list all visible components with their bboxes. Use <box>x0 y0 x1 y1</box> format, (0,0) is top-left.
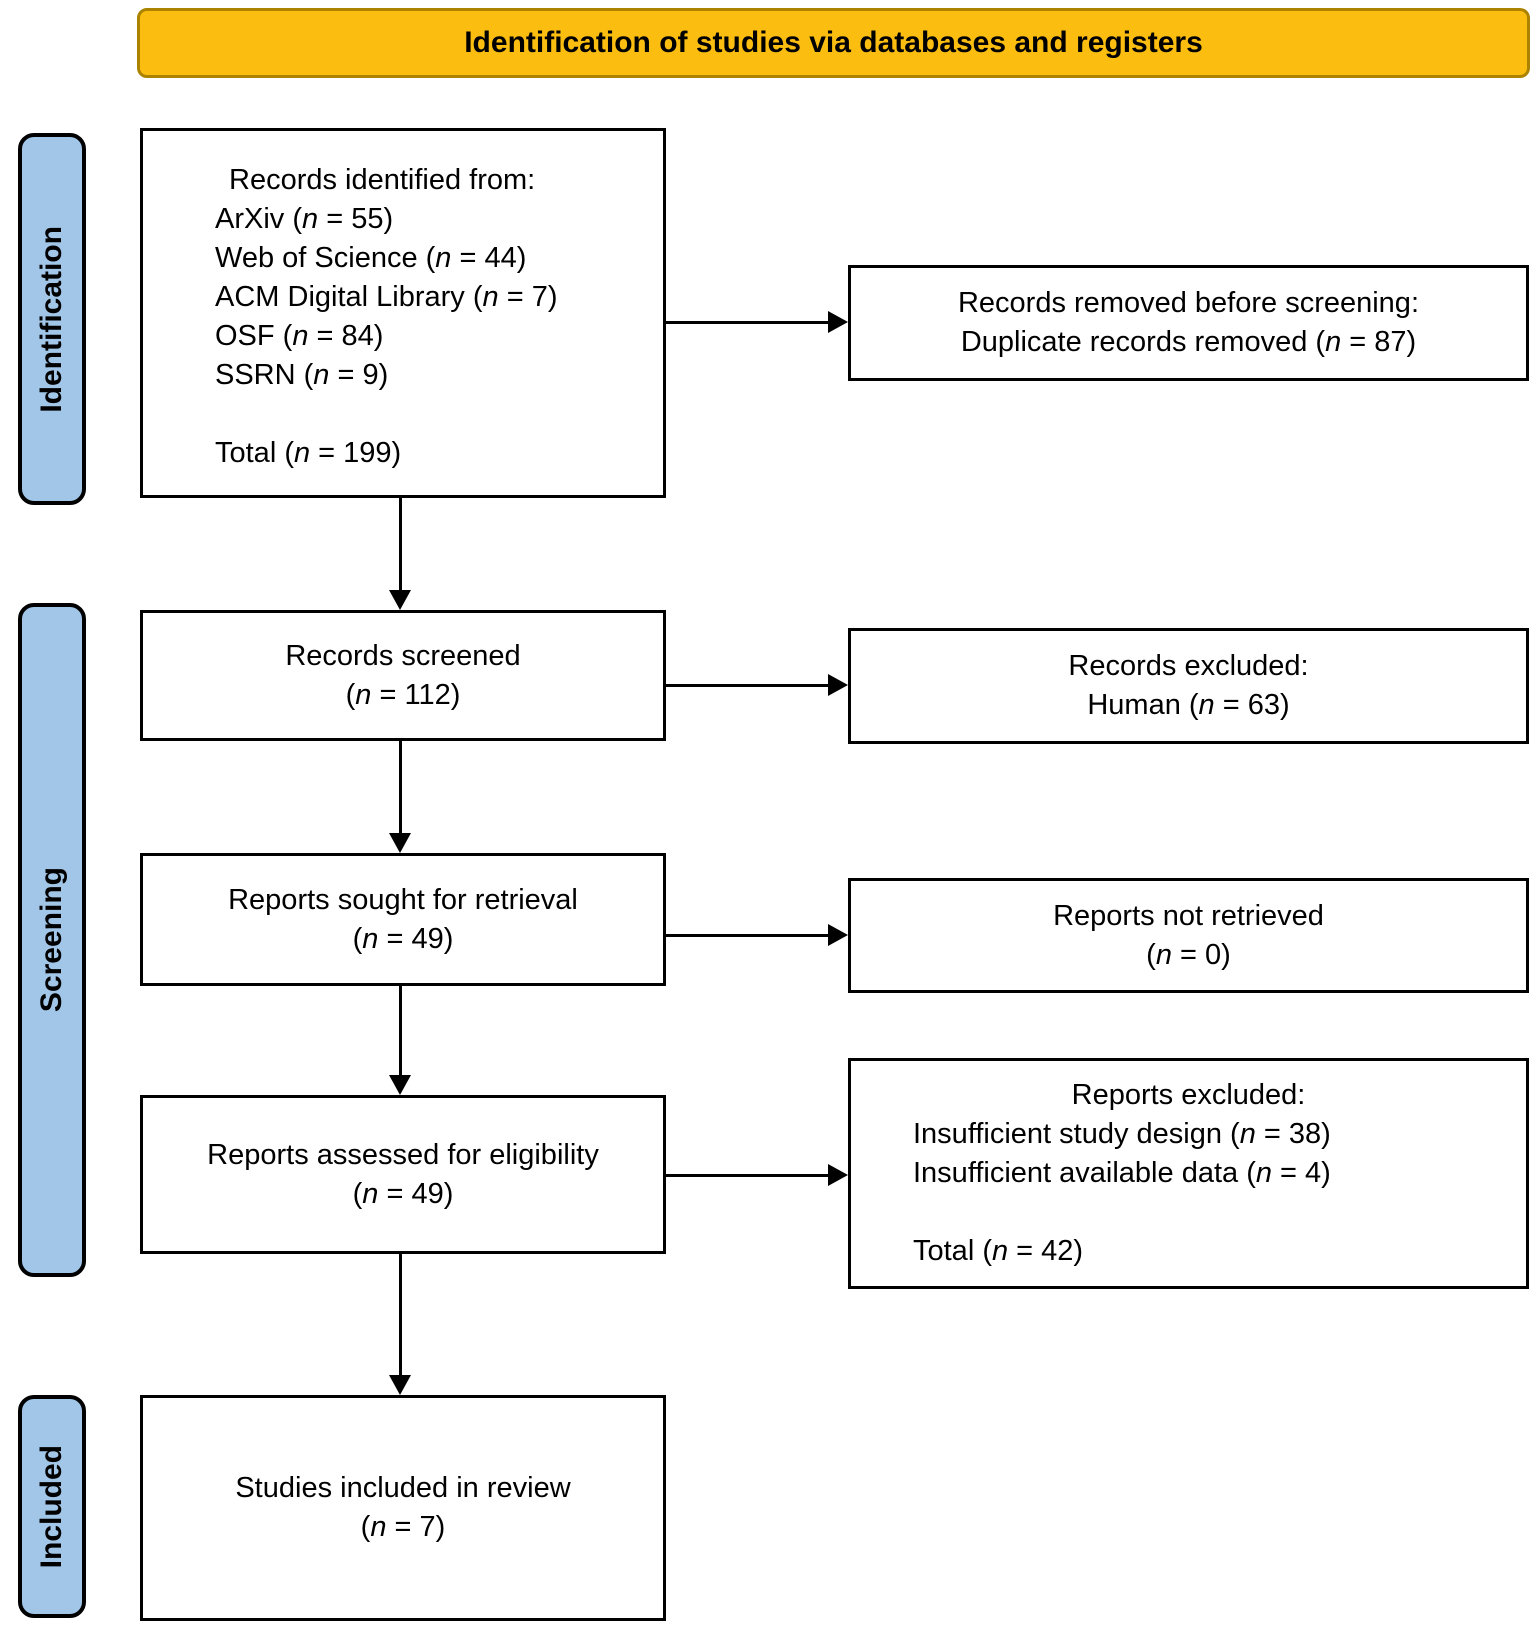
stage-included: Included <box>18 1395 86 1618</box>
banner-title: Identification of studies via databases … <box>464 26 1203 59</box>
records-excluded-label: Records excluded: <box>1068 650 1309 682</box>
records-identified-box: Records identified from: ArXiv (n = 55) … <box>140 128 666 498</box>
arrow-shaft <box>399 497 402 590</box>
arrow-shaft <box>666 934 828 937</box>
italic-n: n <box>1255 1157 1272 1189</box>
reports-sought-label: Reports sought for retrieval <box>228 883 578 916</box>
italic-n: n <box>482 281 499 313</box>
italic-n: n <box>362 1177 379 1210</box>
records-identified-heading: Records identified from: <box>215 161 655 200</box>
arrow-head-icon <box>828 674 848 696</box>
reports-excluded-total: Total (n = 42) <box>913 1235 1084 1267</box>
italic-n: n <box>362 922 379 955</box>
arrow-head-icon <box>389 1075 411 1095</box>
stage-screening-label: Screening <box>35 867 68 1013</box>
italic-n: n <box>293 437 311 469</box>
reports-assessed-label: Reports assessed for eligibility <box>207 1138 599 1171</box>
italic-n: n <box>1198 689 1215 721</box>
records-removed-label: Records removed before screening: <box>957 287 1419 319</box>
reports-not-retrieved-label: Reports not retrieved <box>1053 899 1324 932</box>
stage-identification-label: Identification <box>35 225 68 413</box>
source-ssrn: SSRN (n = 9) <box>215 359 389 391</box>
arrow-shaft <box>399 986 402 1075</box>
arrow-shaft <box>666 321 828 324</box>
stage-identification: Identification <box>18 133 86 505</box>
records-screened-count: (n = 112) <box>345 678 461 711</box>
banner: Identification of studies via databases … <box>137 8 1530 78</box>
stage-screening: Screening <box>18 603 86 1277</box>
source-acm: ACM Digital Library (n = 7) <box>215 281 558 313</box>
records-removed-count: Duplicate records removed (n = 87) <box>960 326 1417 358</box>
studies-included-box: Studies included in review (n = 7) <box>140 1395 666 1621</box>
reports-sought-box: Reports sought for retrieval (n = 49) <box>140 853 666 986</box>
records-screened-label: Records screened <box>285 639 521 672</box>
excluded-reason-available-data: Insufficient available data (n = 4) <box>913 1157 1331 1189</box>
spacer-line <box>851 1193 1526 1232</box>
source-web-of-science: Web of Science (n = 44) <box>215 242 527 274</box>
reports-sought-count: (n = 49) <box>352 922 454 955</box>
stage-included-label: Included <box>35 1444 68 1569</box>
italic-n: n <box>370 1511 387 1543</box>
studies-included-count: (n = 7) <box>360 1511 446 1543</box>
arrow-head-icon <box>828 311 848 333</box>
arrow-shaft <box>666 684 828 687</box>
italic-n: n <box>355 678 372 711</box>
italic-n: n <box>1155 938 1172 971</box>
italic-n: n <box>292 320 309 352</box>
arrow-shaft <box>666 1174 828 1177</box>
arrow-shaft <box>399 741 402 833</box>
arrow-head-icon <box>828 924 848 946</box>
records-excluded-count: Human (n = 63) <box>1087 689 1290 721</box>
arrow-head-icon <box>389 1375 411 1395</box>
italic-n: n <box>435 242 452 274</box>
records-identified-total: Total (n = 199) <box>215 437 402 469</box>
records-screened-box: Records screened (n = 112) <box>140 610 666 741</box>
records-excluded-box: Records excluded: Human (n = 63) <box>848 628 1529 744</box>
italic-n: n <box>1325 326 1342 358</box>
arrow-head-icon <box>389 590 411 610</box>
arrow-head-icon <box>389 833 411 853</box>
italic-n: n <box>313 359 330 391</box>
records-removed-box: Records removed before screening: Duplic… <box>848 265 1529 381</box>
studies-included-label: Studies included in review <box>235 1472 571 1504</box>
excluded-reason-study-design: Insufficient study design (n = 38) <box>913 1118 1331 1150</box>
arrow-head-icon <box>828 1164 848 1186</box>
reports-not-retrieved-count: (n = 0) <box>1146 938 1231 971</box>
italic-n: n <box>991 1235 1009 1267</box>
reports-excluded-heading: Reports excluded: <box>1071 1079 1306 1111</box>
italic-n: n <box>302 203 319 235</box>
spacer-line <box>215 395 655 434</box>
reports-not-retrieved-box: Reports not retrieved (n = 0) <box>848 878 1529 993</box>
source-arxiv: ArXiv (n = 55) <box>215 203 394 235</box>
source-osf: OSF (n = 84) <box>215 320 384 352</box>
reports-assessed-box: Reports assessed for eligibility (n = 49… <box>140 1095 666 1254</box>
arrow-shaft <box>399 1253 402 1375</box>
reports-assessed-count: (n = 49) <box>352 1177 454 1210</box>
italic-n: n <box>1239 1118 1256 1150</box>
heading-text: Records identified from: <box>229 164 536 196</box>
reports-excluded-box: Reports excluded: Insufficient study des… <box>848 1058 1529 1289</box>
